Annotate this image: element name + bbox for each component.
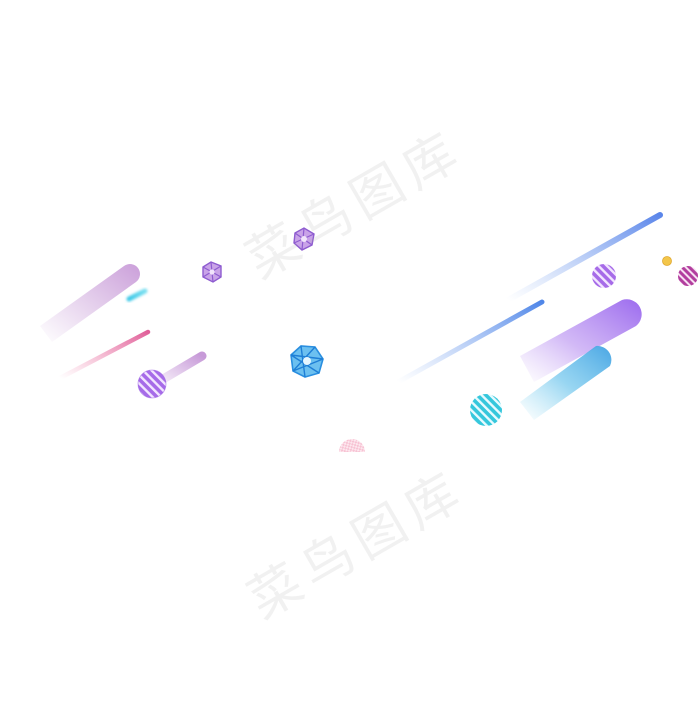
cyan-streak bbox=[520, 345, 612, 420]
gold-sphere bbox=[662, 256, 672, 266]
wireframe-gem-purple-top bbox=[293, 227, 315, 251]
striped-ball-purple-right bbox=[592, 264, 616, 288]
striped-ball-purple-left bbox=[137, 369, 167, 399]
pink-streak bbox=[57, 329, 151, 381]
striped-ball-cyan bbox=[470, 394, 502, 426]
wireframe-gem-purple-left bbox=[202, 261, 222, 283]
wireframe-gem-blue bbox=[290, 345, 324, 378]
blue-streak-top bbox=[505, 212, 663, 303]
checkered-half-dome bbox=[339, 439, 365, 452]
lavender-streak bbox=[40, 264, 140, 342]
teal-dash bbox=[126, 288, 148, 302]
blue-streak-long bbox=[395, 299, 545, 385]
striped-ball-magenta bbox=[678, 266, 698, 286]
purple-streak bbox=[520, 299, 642, 382]
